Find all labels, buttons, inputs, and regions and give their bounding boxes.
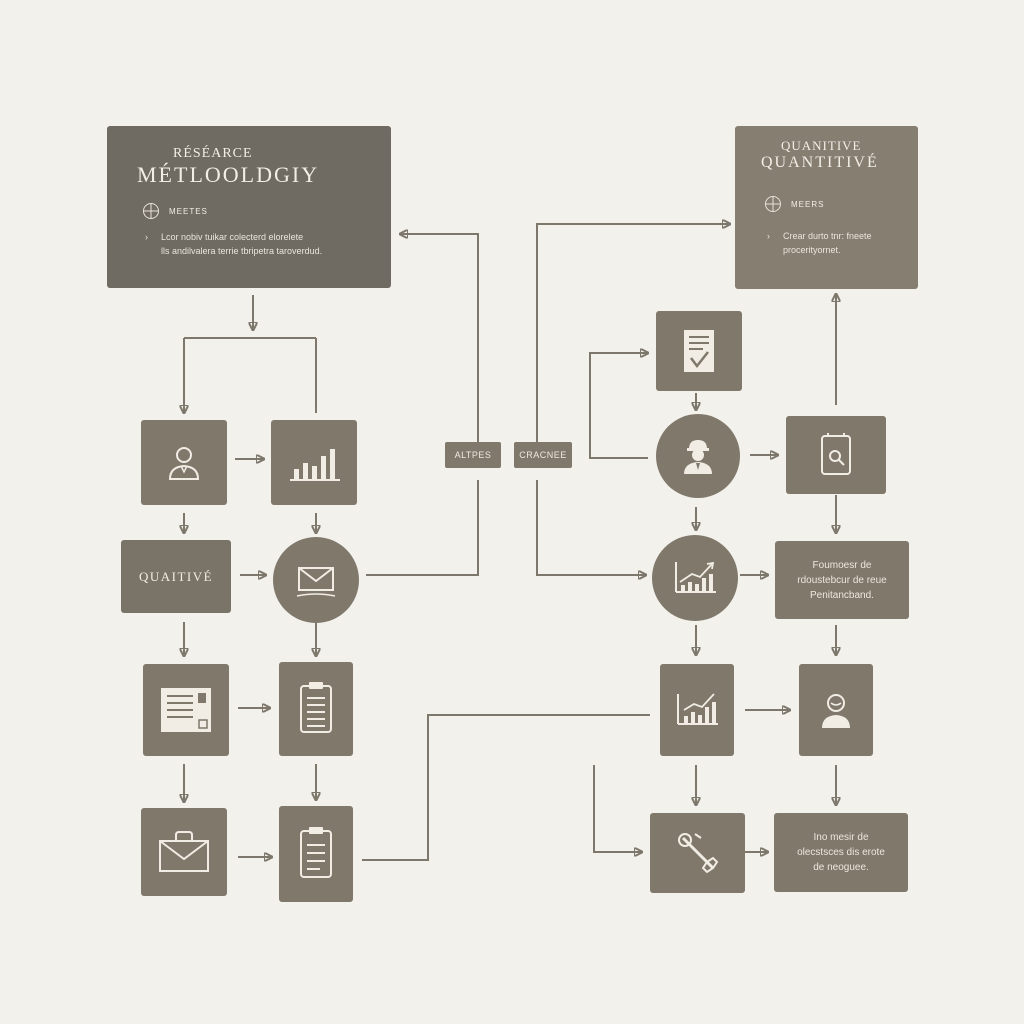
checklist-icon — [684, 330, 714, 372]
card-meta-label: MEERS — [791, 199, 825, 209]
card-meta-row: MEETES — [143, 203, 208, 219]
card-meta-label: MEETES — [169, 206, 208, 216]
clipboard-icon — [300, 682, 332, 733]
clipboard-node-1 — [279, 662, 353, 756]
person-node — [141, 420, 227, 505]
trend-chart-node — [652, 535, 738, 621]
document-icon — [161, 688, 211, 732]
tag-cracnee: CRACNEE — [514, 442, 572, 468]
card-meta-row: MEERS — [765, 196, 824, 212]
globe-icon — [765, 196, 781, 212]
tools-icon — [677, 833, 718, 874]
worker-node — [656, 414, 740, 498]
bar-chart-node — [271, 420, 357, 505]
card-headline: QUANTITIVÉ — [761, 154, 879, 171]
globe-icon — [143, 203, 159, 219]
bar-chart-icon — [290, 448, 340, 481]
person-icon — [168, 446, 200, 480]
envelope-icon — [296, 567, 336, 597]
card-line-2: lls andilvalera terrie tbripetra tarover… — [161, 246, 323, 256]
person-node-2 — [799, 664, 873, 756]
text-box-1: Foumoesr de rdoustebcur de reue Penitanc… — [775, 541, 909, 619]
worker-icon — [684, 440, 712, 474]
card-kicker: QUANITIVE — [781, 138, 862, 153]
card-bullet-marker: › — [145, 232, 148, 242]
clipboard-icon — [300, 827, 332, 878]
person-icon — [822, 694, 850, 728]
text-box-2-line-1: Ino mesir de — [813, 832, 869, 843]
qualitive-box: QUAITIVÉ — [121, 540, 231, 613]
briefcase-envelope-icon — [159, 831, 209, 872]
text-box-1-line-2: rdoustebcur de reue — [797, 574, 887, 586]
trend-chart-icon — [677, 693, 718, 725]
research-methodology-card: RÉSÉARCE MÉTLOOLDGIY MEETES › Lcor nobiv… — [107, 126, 391, 288]
quantitive-card: QUANITIVE QUANTITIVÉ MEERS › Crear durto… — [735, 126, 918, 289]
briefcase-node — [141, 808, 227, 896]
card-headline: MÉTLOOLDGIY — [137, 162, 320, 187]
tag-altpes: ALTPES — [445, 442, 501, 468]
tablet-search-icon — [821, 433, 851, 475]
document-node — [143, 664, 229, 756]
card-bullet-marker: › — [767, 231, 770, 241]
trend-chart-icon — [675, 561, 716, 593]
tablet-search-node — [786, 416, 886, 494]
text-box-2-line-2: olecstsces dis erote — [797, 847, 885, 858]
text-box-2: Ino mesir de olecstsces dis erote de neo… — [774, 813, 908, 892]
qualitive-label: QUAITIVÉ — [138, 568, 214, 584]
text-box-1-line-1: Foumoesr de — [812, 559, 872, 571]
text-box-2-line-3: de neoguee. — [813, 862, 869, 873]
trend-chart-box-node — [660, 664, 734, 756]
card-line-2: procerityornet. — [783, 245, 841, 255]
checklist-node — [656, 311, 742, 391]
envelope-node — [273, 537, 359, 623]
text-box-1-line-3: Penitancband. — [810, 589, 874, 601]
clipboard-node-2 — [279, 806, 353, 902]
card-kicker: RÉSÉARCE — [173, 146, 253, 161]
card-line-1: Lcor nobiv tuikar colecterd elorelete — [161, 232, 304, 242]
card-line-1: Crear durto tnr: fneete — [783, 231, 872, 241]
tools-node — [650, 813, 745, 893]
